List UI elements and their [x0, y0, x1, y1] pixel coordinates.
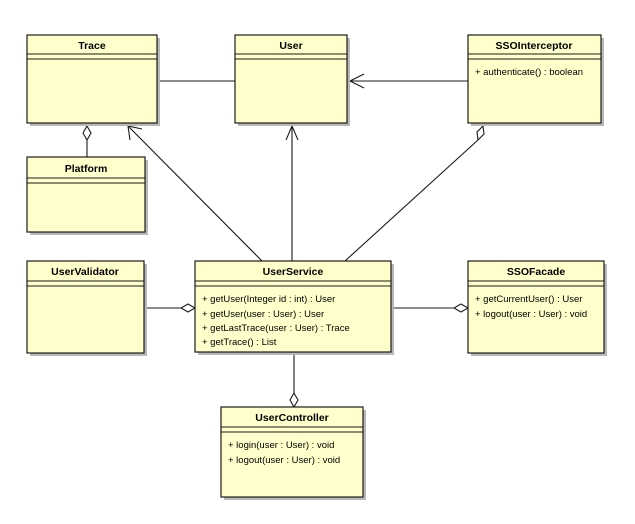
aggregation-trace-platform [82, 124, 92, 157]
association-userservice-trace [127, 125, 263, 262]
method: + getTrace() : List [202, 337, 277, 348]
aggregation-ssointerceptor-userservice [344, 124, 485, 262]
class-ssointerceptor[interactable]: SSOInterceptor + authenticate() : boolea… [467, 34, 604, 126]
method: + getLastTrace(user : User) : Trace [202, 323, 350, 334]
class-name: UserService [263, 266, 324, 278]
class-uservalidator[interactable]: UserValidator [26, 260, 147, 356]
class-name: Trace [78, 40, 106, 52]
method: + logout(user : User) : void [228, 455, 340, 466]
class-platform[interactable]: Platform [26, 156, 148, 235]
class-userservice[interactable]: UserService + getUser(Integer id : int) … [194, 260, 394, 355]
aggregation-usercontroller-userservice [289, 352, 299, 409]
method: + logout(user : User) : void [475, 309, 587, 320]
class-name: SSOInterceptor [495, 40, 572, 52]
method: + authenticate() : boolean [475, 67, 583, 78]
class-name: SSOFacade [507, 266, 566, 278]
class-usercontroller[interactable]: UserController + login(user : User) : vo… [220, 406, 366, 500]
aggregation-ssofacade-userservice [394, 303, 470, 313]
method: + getUser(Integer id : int) : User [202, 294, 335, 305]
class-user[interactable]: User [234, 34, 350, 126]
method: + getCurrentUser() : User [475, 294, 582, 305]
association-ssointerceptor-user [348, 73, 468, 89]
class-name: User [279, 40, 302, 52]
class-name: Platform [65, 163, 108, 175]
class-trace[interactable]: Trace [26, 34, 160, 126]
class-name: UserValidator [51, 266, 119, 278]
class-name: UserController [255, 412, 329, 424]
method: + login(user : User) : void [228, 440, 334, 451]
association-userservice-user [285, 124, 299, 261]
aggregation-userservice-uservalidator [147, 303, 197, 313]
method: + getUser(user : User) : User [202, 309, 324, 320]
class-ssofacade[interactable]: SSOFacade + getCurrentUser() : User + lo… [467, 260, 607, 356]
